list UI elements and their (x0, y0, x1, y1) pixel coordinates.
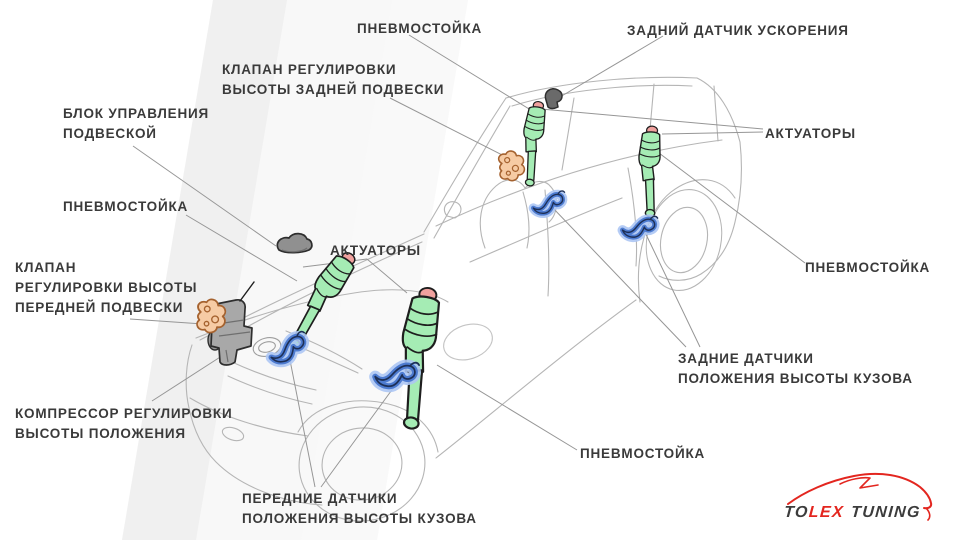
label-pneumostrut-left: ПНЕВМОСТОЙКА (63, 199, 189, 214)
logo-text-part: LEX (808, 504, 845, 521)
logo-text-part: TO (783, 504, 810, 521)
height-sensor-front-far-illustration (267, 331, 310, 364)
logo-text: TOLEX TUNING (783, 504, 921, 522)
label-rear-acceleration-sensor: ЗАДНИЙ ДАТЧИК УСКОРЕНИЯ (627, 23, 849, 38)
air-strut-rear-far-illustration (635, 124, 663, 218)
rear-acceleration-sensor-illustration (544, 88, 563, 110)
label-pneumostrut-right: ПНЕВМОСТОЙКА (805, 260, 931, 275)
label-pneumostrut-top: ПНЕВМОСТОЙКА (357, 21, 483, 36)
logo-car-outline-icon (787, 472, 933, 521)
tolex-tuning-logo: TOLEX TUNING (778, 462, 946, 526)
suspension-control-unit-illustration (276, 232, 313, 254)
logo-text-part: TUNING (850, 504, 922, 521)
height-sensor-rear-far-illustration (622, 214, 658, 239)
label-actuators-rear: АКТУАТОРЫ (765, 126, 856, 141)
label-pneumostrut-bottom: ПНЕВМОСТОЙКА (580, 446, 706, 461)
air-strut-front-near-illustration (387, 284, 445, 432)
height-sensor-rear-near-illustration (532, 191, 566, 214)
label-actuators-front: АКТУАТОРЫ (330, 243, 421, 258)
